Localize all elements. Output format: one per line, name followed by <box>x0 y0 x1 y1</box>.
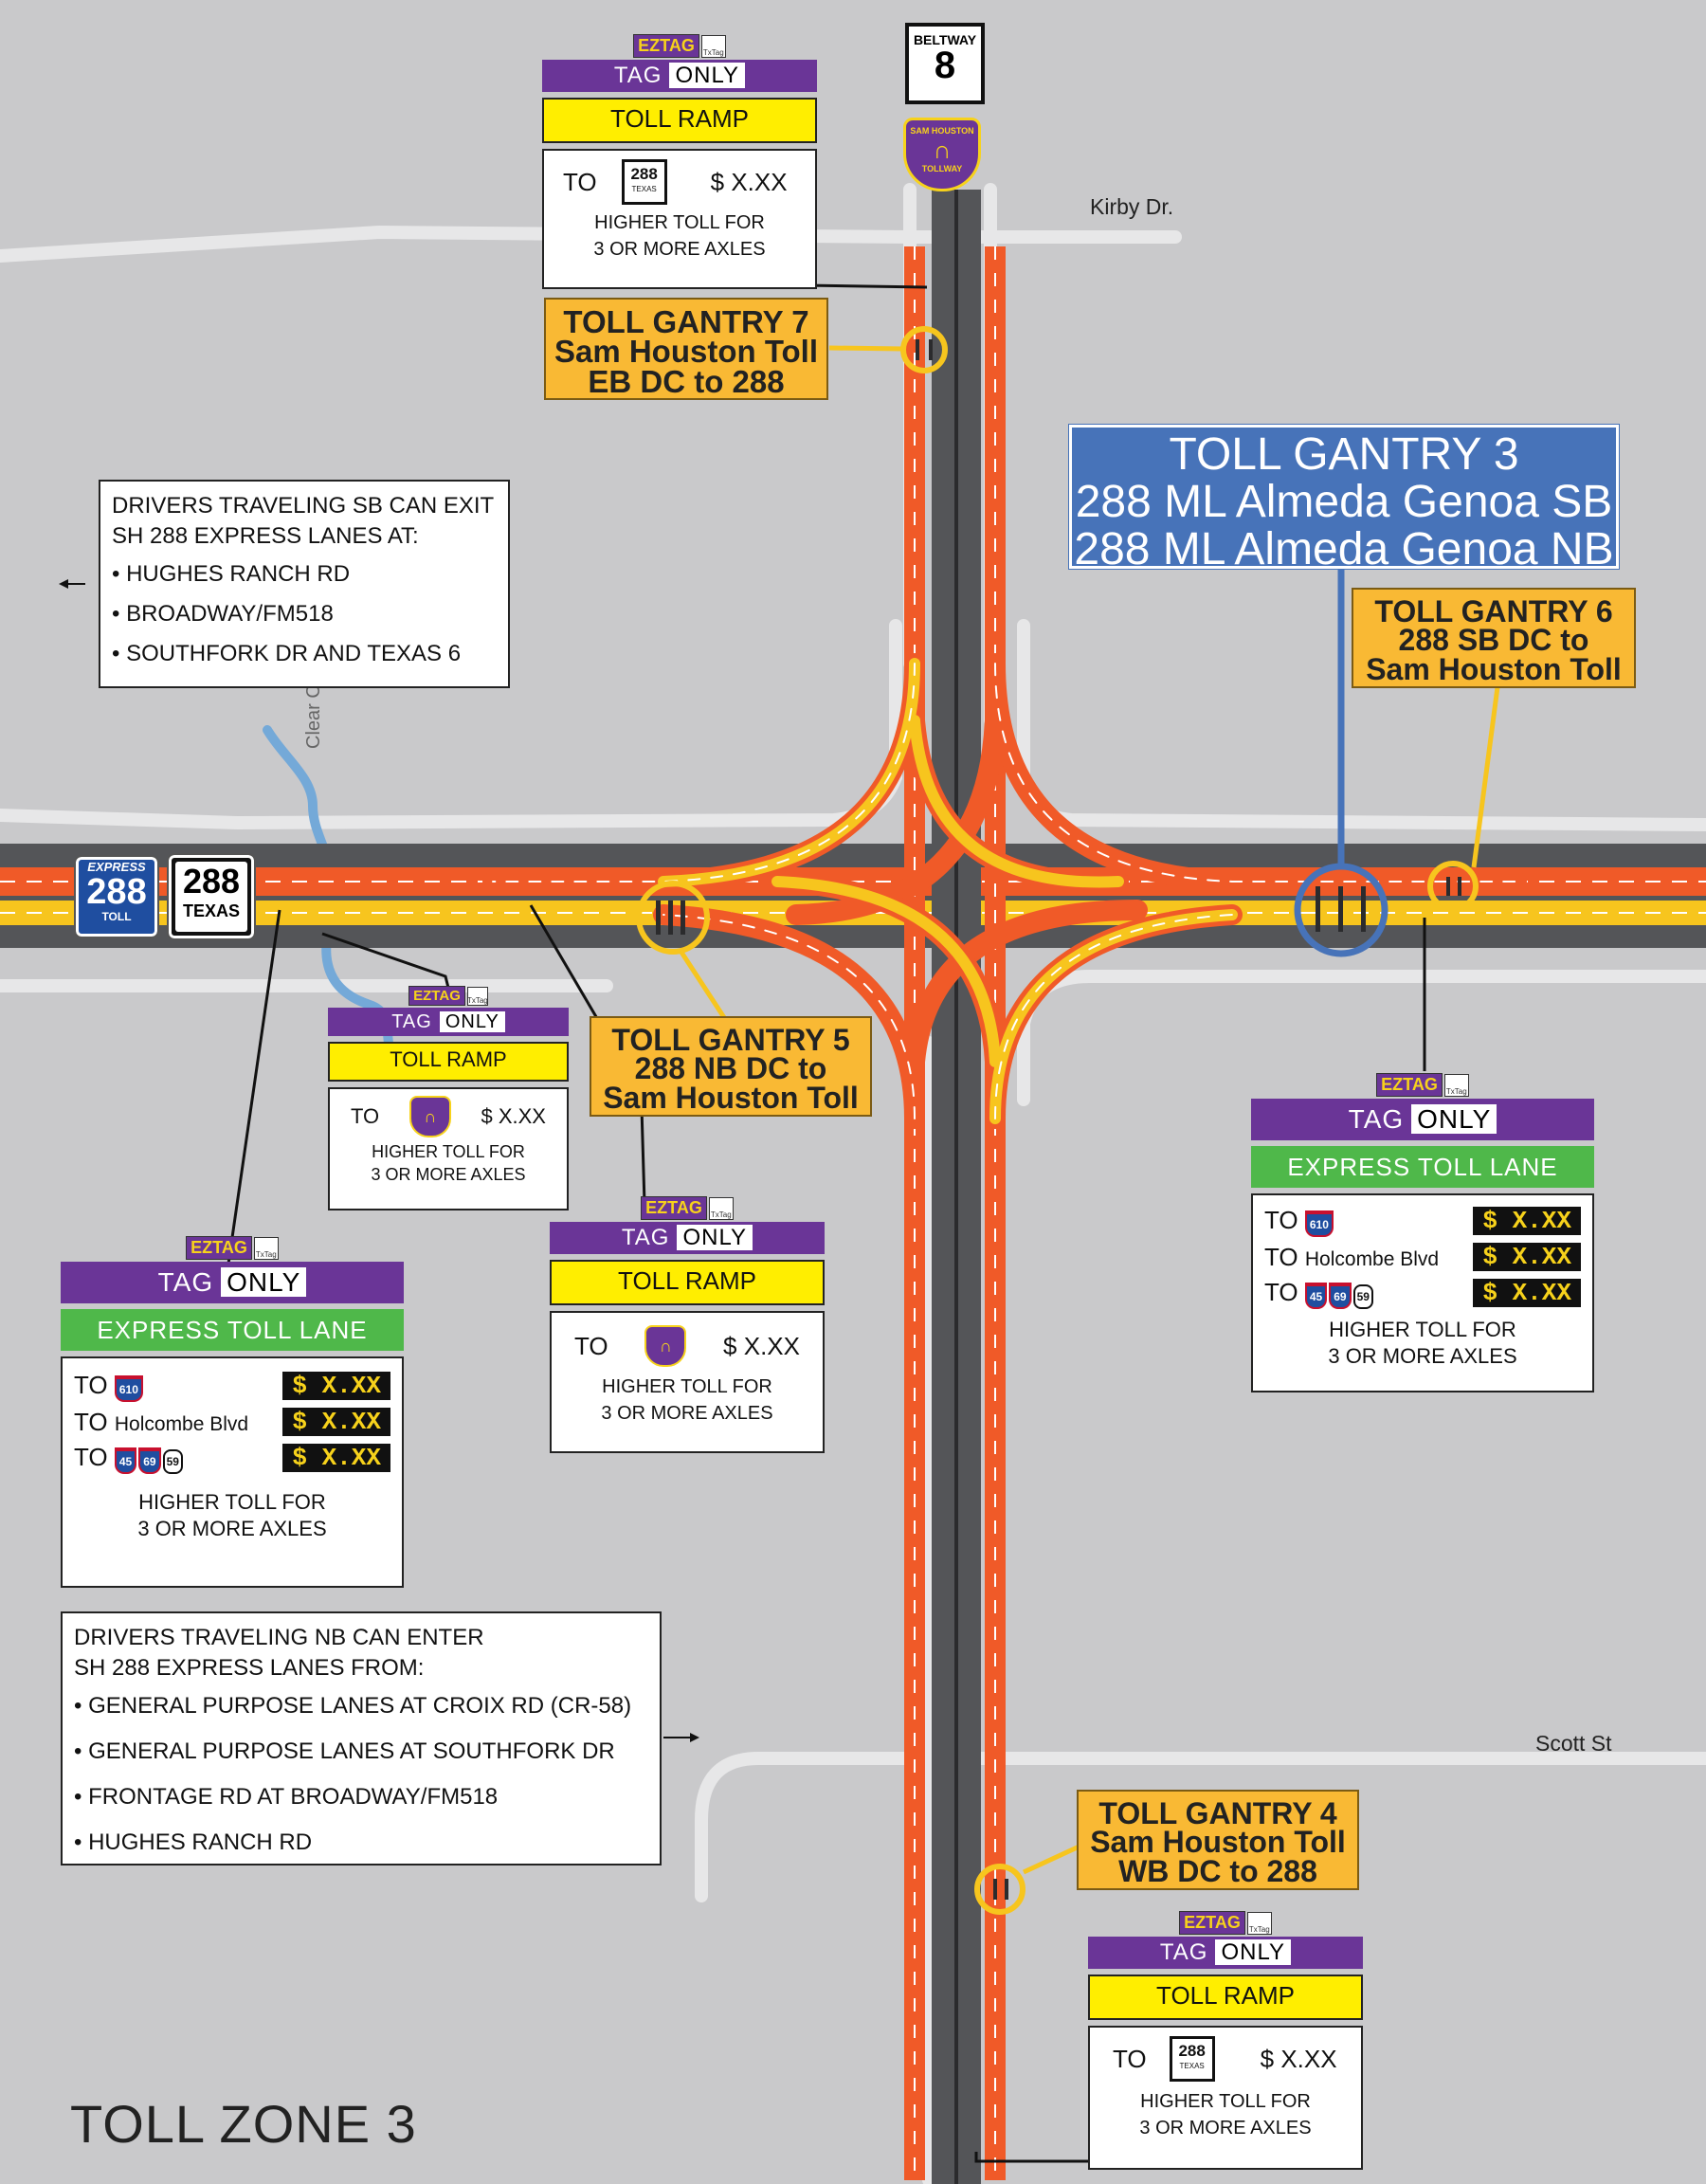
i610-icon: 610 <box>1304 1210 1334 1237</box>
i45-icon: 45 <box>114 1447 137 1474</box>
i69-icon: 69 <box>138 1447 161 1474</box>
gantry-7-callout: TOLL GANTRY 7 Sam Houston Toll EB DC to … <box>544 298 828 400</box>
i69-icon: 69 <box>1329 1282 1352 1309</box>
gantry-3-callout: TOLL GANTRY 3 288 ML Almeda Genoa SB 288… <box>1069 425 1619 573</box>
sam-houston-icon: ∩ <box>644 1325 687 1367</box>
tag-logos: EZTAG TxTag <box>1088 1911 1363 1935</box>
scott-st-label: Scott St <box>1535 1731 1612 1756</box>
eztag-logo: EZTAG <box>633 34 699 58</box>
toll-price-panel: TO ∩ $ X.XX HIGHER TOLL FOR 3 OR MORE AX… <box>328 1087 569 1210</box>
gantry-7-marker <box>900 326 948 373</box>
express-price-panel: TO 610$ X.XX TO Holcombe Blvd$ X.XX TO 4… <box>1251 1193 1594 1392</box>
us59-icon: 59 <box>162 1448 183 1474</box>
texas-288-shield: 288 TEXAS <box>167 853 256 940</box>
info-list-item: • GENERAL PURPOSE LANES AT SOUTHFORK DR <box>74 1738 615 1764</box>
gantry-6-callout: TOLL GANTRY 6 288 SB DC to Sam Houston T… <box>1352 588 1636 688</box>
toll-zone-title: TOLL ZONE 3 <box>70 2094 417 2154</box>
express-toll-lane-bar: EXPRESS TOLL LANE <box>61 1309 404 1351</box>
gantry-5-marker <box>636 881 710 955</box>
toll-ramp-bar: TOLL RAMP <box>542 98 817 143</box>
sam-houston-icon: ∩ <box>408 1096 451 1138</box>
info-list-item: • SOUTHFORK DR AND TEXAS 6 <box>112 641 462 666</box>
txtag-logo: TxTag <box>700 34 726 58</box>
info-list-item: • FRONTAGE RD AT BROADWAY/FM518 <box>74 1784 499 1810</box>
tag-logos: EZTAG TxTag <box>550 1196 825 1220</box>
gantry-4-callout: TOLL GANTRY 4 Sam Houston Toll WB DC to … <box>1077 1790 1359 1890</box>
info-list-item: • BROADWAY/FM518 <box>112 601 334 627</box>
toll-price-panel: TO ∩ $ X.XX HIGHER TOLL FOR 3 OR MORE AX… <box>550 1311 825 1453</box>
info-list-item: • HUGHES RANCH RD <box>74 1829 313 1855</box>
tag-logos: EZTAG TxTag <box>328 986 569 1006</box>
i610-icon: 610 <box>114 1374 143 1402</box>
express-price-panel: TO 610$ X.XX TO Holcombe Blvd$ X.XX TO 4… <box>61 1356 404 1588</box>
beltway-8-shield: BELTWAY 8 <box>905 23 985 104</box>
scott-st-street <box>695 1752 1706 1902</box>
gantry-5-callout: TOLL GANTRY 5 288 NB DC to Sam Houston T… <box>590 1016 872 1117</box>
i45-icon: 45 <box>1304 1282 1328 1309</box>
express-288-shield: EXPRESS 288 TOLL <box>74 855 159 938</box>
tollway-bridge-icon: ∩ <box>933 136 952 164</box>
toll-price: $ X.XX <box>710 167 788 196</box>
nb-enter-info-box: DRIVERS TRAVELING NB CAN ENTER SH 288 EX… <box>61 1611 662 1866</box>
info-list-item: • GENERAL PURPOSE LANES AT CROIX RD (CR-… <box>74 1693 632 1719</box>
tag-logos: EZTAG TxTag <box>61 1236 404 1260</box>
gantry-6-marker <box>1427 861 1479 912</box>
kirby-dr-label: Kirby Dr. <box>1090 194 1174 219</box>
sb-exit-info-box: DRIVERS TRAVELING SB CAN EXIT SH 288 EXP… <box>99 480 510 688</box>
us59-icon: 59 <box>1352 1283 1373 1309</box>
sam-houston-tollway-shield: SAM HOUSTON ∩ TOLLWAY <box>903 118 981 191</box>
tag-logos: EZTAG TxTag <box>542 34 817 58</box>
express-toll-lane-bar: EXPRESS TOLL LANE <box>1251 1146 1594 1188</box>
tag-logos: EZTAG TxTag <box>1251 1073 1594 1097</box>
info-list-item: • HUGHES RANCH RD <box>112 561 351 587</box>
gantry-4-marker <box>974 1864 1025 1915</box>
